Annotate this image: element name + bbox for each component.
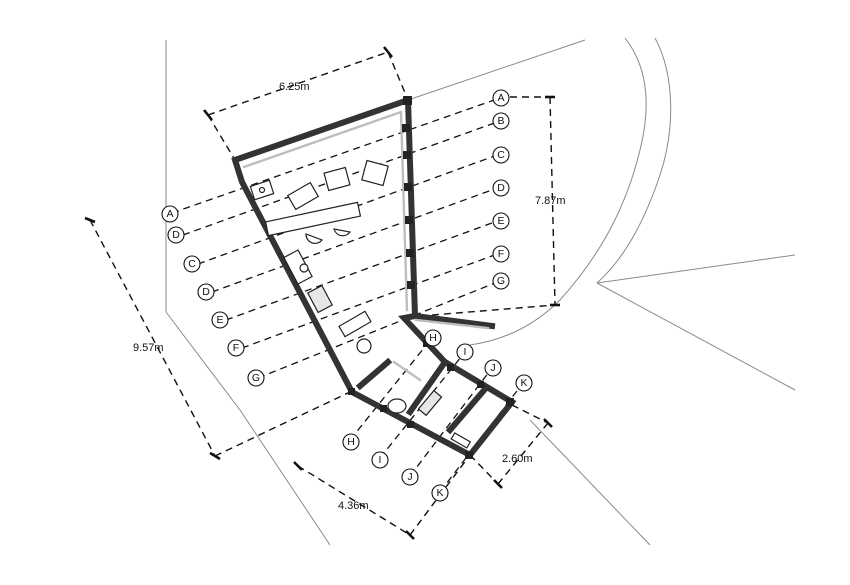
- dimension-label-width-lower-right: 2.60m: [502, 453, 533, 465]
- grid-label-c-right: C: [497, 149, 505, 161]
- grid-bubbles-upper-left: A D C D E F G: [161, 205, 265, 387]
- grid-label-b-right: B: [497, 115, 504, 127]
- grid-label-g-left: G: [252, 372, 260, 384]
- grid-label-d-left: D: [202, 286, 210, 298]
- grid-label-g-right: G: [497, 275, 505, 287]
- grid-bubbles-upper-right: A B C D E F G: [492, 89, 510, 290]
- grid-label-h-bottom: H: [347, 436, 355, 448]
- grid-bubbles-lower-bottom: H I J K: [342, 433, 449, 502]
- grid-label-d-left-top: D: [172, 229, 180, 241]
- grid-label-e-right: E: [497, 215, 504, 227]
- grid-label-i-top: I: [464, 346, 467, 358]
- grid-label-j-top: J: [490, 362, 495, 374]
- grid-label-k-bottom: K: [436, 487, 443, 499]
- grid-label-e-left: E: [216, 314, 223, 326]
- building-walls: [231, 95, 517, 459]
- site-context-lines: [165, 37, 796, 546]
- grid-label-k-top: K: [520, 377, 527, 389]
- grid-label-f-right: F: [498, 248, 504, 260]
- dimension-label-width-bottom: 4.36m: [338, 500, 369, 512]
- grid-label-a-left: A: [166, 208, 173, 220]
- furniture: [249, 159, 472, 449]
- dimension-label-width-top: 6.25m: [279, 81, 310, 93]
- dimension-label-height-right: 7.87m: [535, 195, 566, 207]
- dimension-labels: 6.25m 7.87m 9.57m 4.36m 2.60m: [133, 81, 566, 512]
- grid-label-f-left: F: [233, 342, 239, 354]
- grid-lines-upper: [171, 97, 501, 379]
- grid-label-j-bottom: J: [407, 471, 412, 483]
- grid-label-h-top: H: [429, 332, 437, 344]
- grid-bubbles-lower-top: H I J K: [424, 329, 533, 392]
- dimension-label-length-left: 9.57m: [133, 342, 164, 354]
- grid-label-d-right: D: [497, 182, 505, 194]
- grid-label-i-bottom: I: [379, 454, 382, 466]
- grid-label-a-right: A: [497, 92, 504, 104]
- grid-label-c-left: C: [188, 258, 196, 270]
- dimension-lines: [84, 46, 560, 540]
